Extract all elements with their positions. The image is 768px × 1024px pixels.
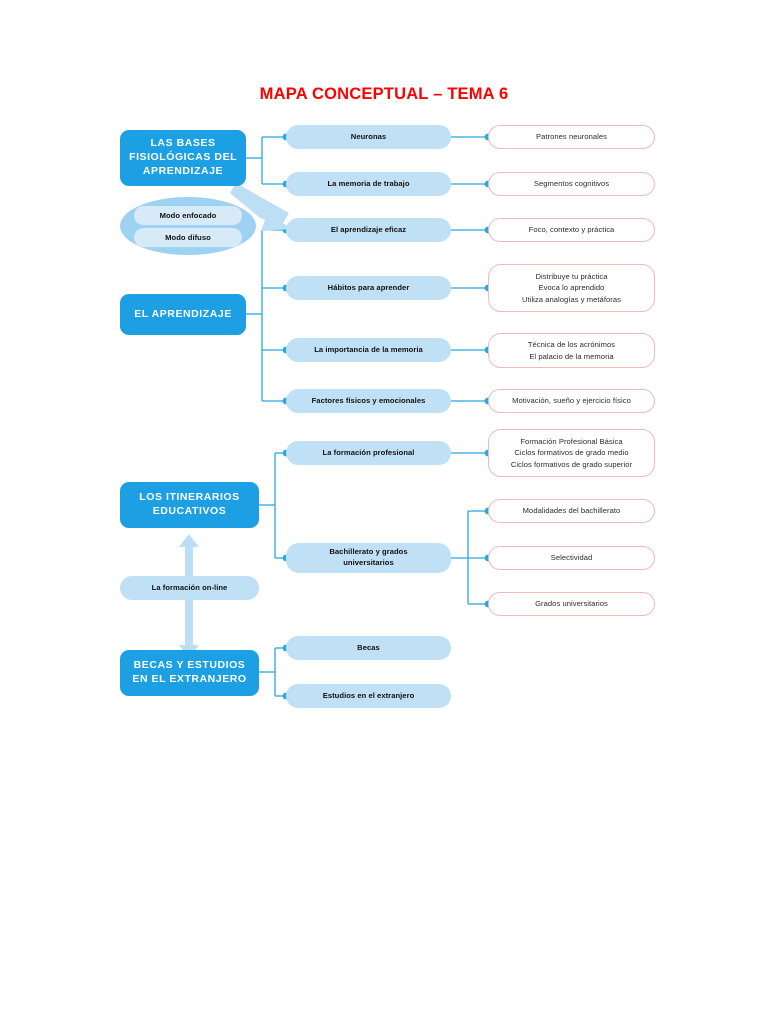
child-node-factores-fisicos-emocionales[interactable]: Factores físicos y emocionales: [286, 389, 451, 413]
child-node-estudios-extranjero[interactable]: Estudios en el extranjero: [286, 684, 451, 708]
child-node-neuronas[interactable]: Neuronas: [286, 125, 451, 149]
root-node-becas-label: BECAS Y ESTUDIOS EN EL EXTRANJERO: [132, 659, 247, 685]
node-formacion-on-line[interactable]: La formación on-line: [120, 576, 259, 600]
child-node-habitos-para-aprender[interactable]: Hábitos para aprender: [286, 276, 451, 300]
root-node-aprendizaje[interactable]: EL APRENDIZAJE: [120, 294, 246, 335]
root-node-becas[interactable]: BECAS Y ESTUDIOS EN EL EXTRANJERO: [120, 650, 259, 696]
leaf-node-formacion-profesional-detalles[interactable]: Formación Profesional Básica Ciclos form…: [488, 429, 655, 477]
leaf-node-tecnicas-memoria[interactable]: Técnica de los acrónimos El palacio de l…: [488, 333, 655, 368]
root-node-itinerarios[interactable]: LOS ITINERARIOS EDUCATIVOS: [120, 482, 259, 528]
child-node-aprendizaje-eficaz[interactable]: El aprendizaje eficaz: [286, 218, 451, 242]
leaf-node-habitos-detalles[interactable]: Distribuye tu práctica Evoca lo aprendid…: [488, 264, 655, 312]
root-node-bases-label: LAS BASES FISIOLÓGICAS DEL APRENDIZAJE: [129, 137, 237, 177]
child-node-becas[interactable]: Becas: [286, 636, 451, 660]
leaf-node-foco-contexto-practica[interactable]: Foco, contexto y práctica: [488, 218, 655, 242]
mode-pill-difuso[interactable]: Modo difuso: [134, 228, 242, 247]
page-title: MAPA CONCEPTUAL – TEMA 6: [259, 85, 509, 103]
child-node-memoria-de-trabajo[interactable]: La memoria de trabajo: [286, 172, 451, 196]
root-node-bases[interactable]: LAS BASES FISIOLÓGICAS DEL APRENDIZAJE: [120, 130, 246, 186]
leaf-node-modalidades-bachillerato[interactable]: Modalidades del bachillerato: [488, 499, 655, 523]
root-node-itinerarios-label: LOS ITINERARIOS EDUCATIVOS: [139, 491, 240, 517]
leaf-node-segmentos-cognitivos[interactable]: Segmentos cognitivos: [488, 172, 655, 196]
root-node-aprendizaje-label: EL APRENDIZAJE: [134, 307, 232, 320]
leaf-node-grados-universitarios[interactable]: Grados universitarios: [488, 592, 655, 616]
child-node-bachillerato-grados[interactable]: Bachillerato y grados universitarios: [286, 543, 451, 573]
leaf-node-patrones-neuronales[interactable]: Patrones neuronales: [488, 125, 655, 149]
leaf-node-selectividad[interactable]: Selectividad: [488, 546, 655, 570]
leaf-node-motivacion-sueno-ejercicio[interactable]: Motivación, sueño y ejercicio físico: [488, 389, 655, 413]
child-node-importancia-memoria[interactable]: La importancia de la memoria: [286, 338, 451, 362]
child-node-formacion-profesional[interactable]: La formación profesional: [286, 441, 451, 465]
mode-pill-enfocado[interactable]: Modo enfocado: [134, 206, 242, 225]
